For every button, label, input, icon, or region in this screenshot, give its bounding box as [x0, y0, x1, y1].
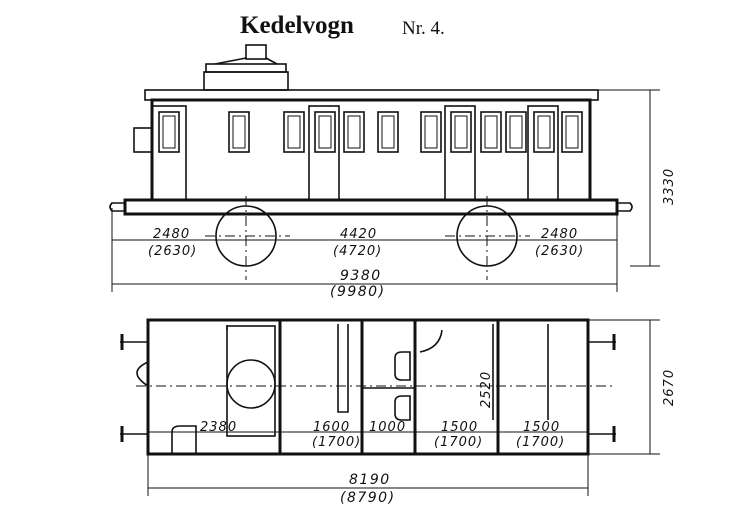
plan-fixture: [171, 425, 197, 454]
plan-coupling: [136, 361, 149, 387]
dim-length-over-buffers: 9380: [340, 268, 382, 284]
boiler: [226, 359, 276, 409]
window-pane-5: [347, 115, 361, 149]
window-pane-6: [381, 115, 395, 149]
car-body: [150, 98, 592, 202]
window-pane-2: [232, 115, 246, 149]
window-pane-4: [318, 115, 332, 149]
dim-inner-width: 2520: [479, 371, 494, 408]
plan-dimension-lines: [147, 319, 660, 496]
plan-pipes: [337, 324, 549, 420]
dim-body-length-alt: (8790): [340, 490, 396, 506]
plan-buffers: [120, 334, 616, 442]
underframe: [123, 198, 619, 216]
dim-wheelbase-alt: (4720): [333, 244, 382, 259]
dim-body-length: 8190: [349, 472, 391, 488]
dim-wheelbase: 4420: [340, 227, 377, 242]
dim-room-e: 1500: [523, 420, 560, 435]
plan-outer-wall: [146, 318, 590, 456]
drawing-title: Kedelvogn: [240, 12, 354, 39]
window-3: [283, 111, 305, 153]
dim-room-b: 1600: [313, 420, 350, 435]
drawing-number: Nr. 4.: [402, 18, 445, 39]
window-pane-11: [537, 115, 551, 149]
window-pane-10: [509, 115, 523, 149]
window-10: [505, 111, 527, 153]
plan-toilets: [394, 351, 411, 421]
dim-width: 2670: [662, 369, 677, 406]
dim-right-overhang-alt: (2630): [535, 244, 584, 259]
plan-view: 2380 1600 (1700) 1000 1500 (1700) 1500 (…: [120, 318, 677, 506]
window-11: [533, 111, 555, 153]
dim-room-c: 1000: [369, 420, 406, 435]
window-pane-9: [484, 115, 498, 149]
dim-room-a: 2380: [200, 420, 237, 435]
window-pane-12: [565, 115, 579, 149]
window-pane-3: [287, 115, 301, 149]
dim-height: 3330: [662, 168, 677, 205]
side-elevation: 2480 (2630) 4420 (4720) 2480 (2630) 9380…: [109, 44, 677, 300]
window-2: [228, 111, 250, 153]
window-7: [420, 111, 442, 153]
dim-left-overhang-alt: (2630): [148, 244, 197, 259]
window-5: [343, 111, 365, 153]
window-1: [158, 111, 180, 153]
window-8: [450, 111, 472, 153]
window-pane-7: [424, 115, 438, 149]
windows: [158, 111, 583, 153]
axle-centerlines: [205, 196, 530, 280]
dim-room-e-alt: (1700): [516, 435, 565, 450]
dim-length-over-buffers-alt: (9980): [330, 284, 386, 300]
window-6: [377, 111, 399, 153]
window-12: [561, 111, 583, 153]
window-pane-8: [454, 115, 468, 149]
window-4: [314, 111, 336, 153]
dim-room-d: 1500: [441, 420, 478, 435]
dim-left-overhang: 2480: [153, 227, 190, 242]
window-9: [480, 111, 502, 153]
window-pane-1: [162, 115, 176, 149]
end-box: [133, 127, 153, 153]
dim-room-d-alt: (1700): [434, 435, 483, 450]
buffers: [109, 202, 633, 212]
dim-room-b-alt: (1700): [312, 435, 361, 450]
dim-right-overhang: 2480: [541, 227, 578, 242]
roof-boiler-dome: [203, 44, 289, 91]
side-dimension-lines: [111, 89, 660, 292]
